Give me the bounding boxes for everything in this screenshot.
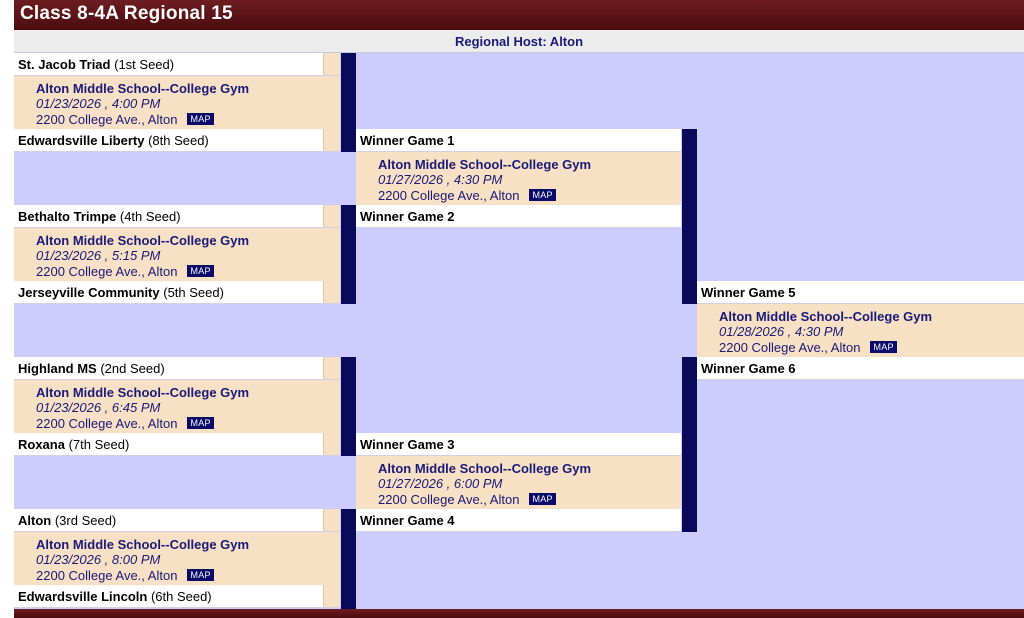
seed-tab — [323, 433, 340, 455]
seed-tab — [323, 205, 340, 227]
game-address: 2200 College Ave., Alton — [378, 492, 520, 507]
bracket-connector — [341, 205, 356, 304]
winner-slot-label: Winner Game 3 — [360, 437, 455, 452]
team-row: St. Jacob Triad (1st Seed) — [14, 53, 340, 76]
team-name: Jerseyville Community — [18, 285, 160, 300]
team-name: Edwardsville Liberty — [18, 133, 145, 148]
winner-slot: Winner Game 4 — [356, 509, 681, 532]
team-row: Highland MS (2nd Seed) — [14, 357, 340, 380]
game-address: 2200 College Ave., Alton — [719, 340, 861, 355]
map-button[interactable]: MAP — [187, 417, 214, 429]
regional-host-label: Regional Host: Alton — [454, 34, 584, 49]
bracket-connector — [682, 129, 697, 304]
team-seed: (2nd Seed) — [100, 361, 165, 376]
winner-slot: Winner Game 3 — [356, 433, 681, 456]
page-title: Class 8-4A Regional 15 — [20, 3, 233, 24]
game-box: Alton Middle School--College Gym 01/27/2… — [356, 456, 681, 509]
winner-slot-label: Winner Game 6 — [701, 361, 796, 376]
winner-slot-label: Winner Game 5 — [701, 285, 796, 300]
team-name: Edwardsville Lincoln — [18, 589, 148, 604]
map-button[interactable]: MAP — [529, 493, 556, 505]
game-box: Alton Middle School--College Gym 01/23/2… — [14, 380, 340, 433]
game-address: 2200 College Ave., Alton — [36, 112, 178, 127]
game-box: Alton Middle School--College Gym 01/23/2… — [14, 228, 340, 281]
team-seed: (1st Seed) — [114, 57, 175, 72]
winner-slot-label: Winner Game 1 — [360, 133, 455, 148]
game-box: Alton Middle School--College Gym 01/23/2… — [14, 532, 340, 585]
seed-tab — [323, 585, 340, 607]
team-seed: (5th Seed) — [163, 285, 224, 300]
game-datetime: 01/27/2026 , 6:00 PM — [378, 476, 503, 491]
bottom-bar — [14, 609, 1024, 618]
game-venue[interactable]: Alton Middle School--College Gym — [378, 157, 592, 172]
map-button[interactable]: MAP — [187, 265, 214, 277]
team-name: Roxana — [18, 437, 65, 452]
host-bar: Regional Host: Alton — [14, 30, 1024, 53]
game-datetime: 01/28/2026 , 4:30 PM — [719, 324, 844, 339]
seed-tab — [323, 53, 340, 75]
game-venue[interactable]: Alton Middle School--College Gym — [378, 461, 592, 476]
team-seed: (7th Seed) — [68, 437, 130, 452]
bracket-connector — [341, 53, 356, 152]
seed-tab — [323, 357, 340, 379]
winner-slot-label: Winner Game 2 — [360, 209, 455, 224]
game-datetime: 01/23/2026 , 5:15 PM — [36, 248, 161, 263]
team-name: Alton — [18, 513, 52, 528]
game-venue[interactable]: Alton Middle School--College Gym — [36, 233, 250, 248]
team-name: Highland MS — [18, 361, 97, 376]
winner-slot: Winner Game 6 — [697, 357, 1024, 380]
bracket-connector — [341, 509, 356, 609]
game-box: Alton Middle School--College Gym 01/23/2… — [14, 76, 340, 129]
team-name: St. Jacob Triad — [18, 57, 111, 72]
seed-tab — [323, 129, 340, 151]
game-address: 2200 College Ave., Alton — [378, 188, 520, 203]
game-address: 2200 College Ave., Alton — [36, 416, 178, 431]
seed-tab — [323, 509, 340, 531]
game-venue[interactable]: Alton Middle School--College Gym — [719, 309, 933, 324]
winner-slot: Winner Game 2 — [356, 205, 681, 228]
seed-tab — [323, 281, 340, 303]
team-seed: (4th Seed) — [119, 209, 181, 224]
map-button[interactable]: MAP — [870, 341, 897, 353]
team-row: Roxana (7th Seed) — [14, 433, 340, 456]
team-name: Bethalto Trimpe — [18, 209, 117, 224]
game-datetime: 01/27/2026 , 4:30 PM — [378, 172, 503, 187]
game-datetime: 01/23/2026 , 6:45 PM — [36, 400, 161, 415]
team-row: Alton (3rd Seed) — [14, 509, 340, 532]
team-row: Bethalto Trimpe (4th Seed) — [14, 205, 340, 228]
game-venue[interactable]: Alton Middle School--College Gym — [36, 537, 250, 552]
winner-slot-label: Winner Game 4 — [360, 513, 455, 528]
game-venue[interactable]: Alton Middle School--College Gym — [36, 81, 250, 96]
game-address: 2200 College Ave., Alton — [36, 264, 178, 279]
winner-slot: Winner Game 1 — [356, 129, 681, 152]
game-box: Alton Middle School--College Gym 01/28/2… — [697, 304, 1024, 357]
team-row: Jerseyville Community (5th Seed) — [14, 281, 340, 304]
game-venue[interactable]: Alton Middle School--College Gym — [36, 385, 250, 400]
game-box: Alton Middle School--College Gym 01/27/2… — [356, 152, 681, 205]
team-seed: (6th Seed) — [150, 589, 212, 604]
game-address: 2200 College Ave., Alton — [36, 568, 178, 583]
team-seed: (8th Seed) — [148, 133, 209, 148]
game-datetime: 01/23/2026 , 8:00 PM — [36, 552, 161, 567]
winner-slot: Winner Game 5 — [697, 281, 1024, 304]
team-seed: (3rd Seed) — [54, 513, 117, 528]
bracket-connector — [682, 357, 697, 532]
map-button[interactable]: MAP — [187, 113, 214, 125]
map-button[interactable]: MAP — [187, 569, 214, 581]
bracket-connector — [341, 357, 356, 456]
team-row: Edwardsville Liberty (8th Seed) — [14, 129, 340, 152]
title-bar: Class 8-4A Regional 15 — [14, 0, 1024, 30]
map-button[interactable]: MAP — [529, 189, 556, 201]
team-row: Edwardsville Lincoln (6th Seed) — [14, 585, 340, 608]
game-datetime: 01/23/2026 , 4:00 PM — [36, 96, 161, 111]
